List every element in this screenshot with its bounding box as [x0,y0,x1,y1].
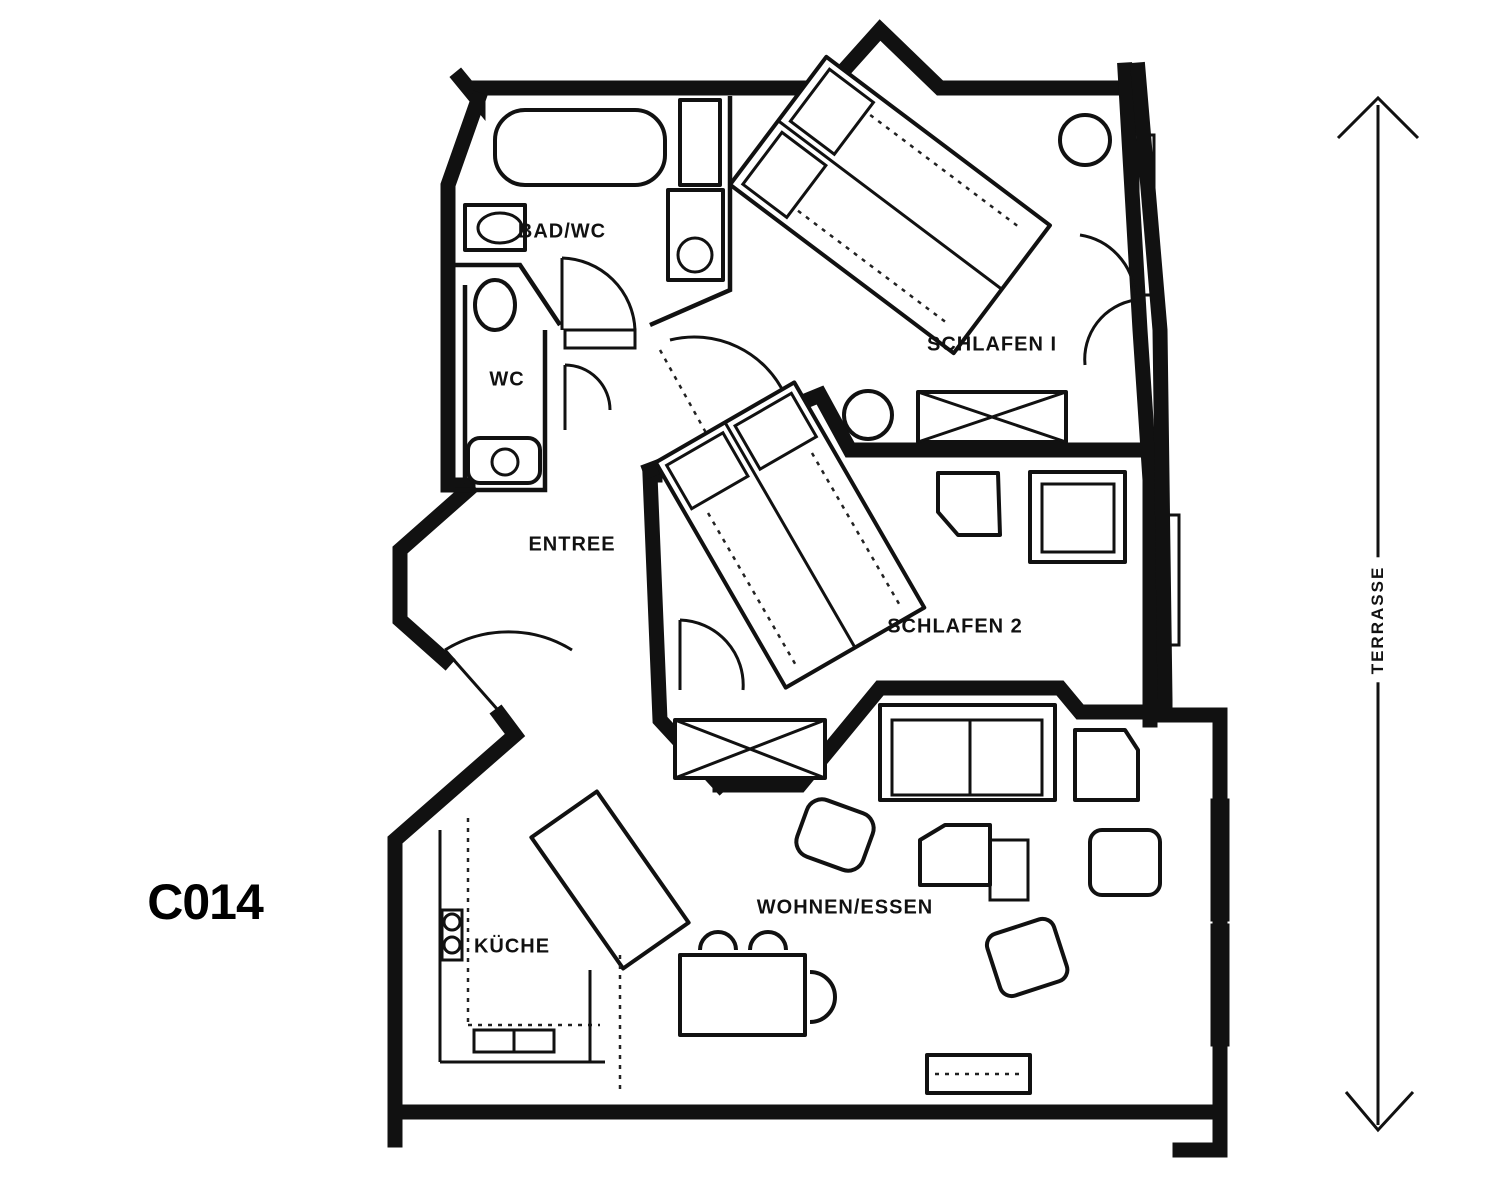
wc-basin [466,436,542,485]
bath-shower [666,188,725,282]
door-terrace-bedroom1-a [1079,233,1137,296]
room-label-bath: BAD/WC [517,220,607,243]
wall-bath-bottom [455,262,562,327]
dining-chair-3 [809,970,837,1024]
unit-code: C014 [147,874,264,930]
wall-east-upper [1117,62,1158,728]
living-furniture [678,703,1162,1095]
kitchen-island [529,789,691,971]
wall-west-entree-lower [387,704,526,1143]
door-wc [564,363,612,411]
wall-west-bath [440,90,488,493]
bath-fixtures [463,98,725,485]
room-label-bedroom2: SCHLAFEN 2 [887,615,1023,638]
wall-bedroom1-bay [727,19,1126,96]
kitchen-stove [440,908,464,962]
room-label-entrance: ENTREE [528,533,616,556]
wc-toilet [473,278,517,332]
window-bedroom2 [1161,513,1181,647]
room-label-kitchen: KÜCHE [473,935,551,958]
exterior-walls [387,19,1228,1158]
wall-top-left [449,67,743,122]
kitchen-furniture [438,789,691,1095]
armchair-3 [984,916,1070,999]
room-label-wc: WC [489,368,525,391]
window-hall [563,328,637,350]
window-bedroom1 [1136,133,1156,297]
door-bedroom1 [669,335,787,396]
bath-drain [676,236,714,274]
coffee-table [918,823,992,887]
room-label-bedroom1: SCHLAFEN I [927,333,1057,356]
bedroom2-chair [936,471,1002,537]
arrowhead-up-icon [1336,95,1420,140]
door-bedroom2 [679,618,745,691]
wall-living-north [712,680,1158,793]
wall-wc-right [455,330,548,493]
armchair-2 [1088,828,1162,897]
bedroom1-furniture [728,54,1112,444]
dining-chair-2 [748,930,788,951]
bathtub [493,108,667,187]
arrowhead-down-icon [1344,1090,1415,1133]
double-bed-1 [728,54,1052,356]
dining-table [678,953,807,1037]
door-bath [561,256,637,331]
windows [563,133,1230,1047]
doors [443,233,1137,719]
bedroom2-furniture [653,380,1127,780]
bedroom1-nightstand [842,389,894,441]
wall-bath-right [649,96,733,328]
door-entrance [444,630,573,652]
window-living-b [1210,923,1230,1047]
window-living-a [1210,798,1230,922]
wall-west-entree [392,479,479,671]
wall-east-outer [1129,61,1228,1158]
dining-chair-1 [698,930,738,951]
double-bed-2 [653,380,927,690]
armchair-1 [794,797,876,873]
bedroom1-plant [1058,113,1112,167]
bedroom2-desk [1028,470,1127,564]
terrace-label: TERRASSE [1368,557,1388,683]
door-terrace-bedroom1-b [1083,298,1136,366]
bath-cabinet [678,98,722,187]
room-label-living: WOHNEN/ESSEN [756,896,934,919]
side-table [1073,728,1140,802]
